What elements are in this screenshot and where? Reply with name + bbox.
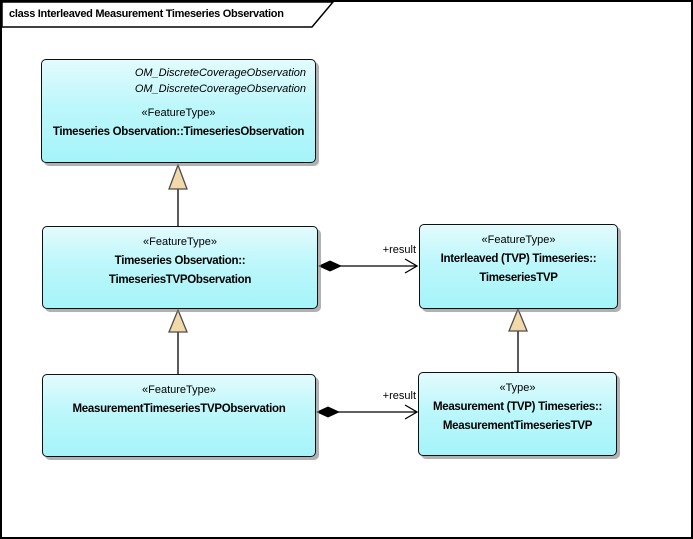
stereotype-label: «Type» xyxy=(499,382,536,394)
stereotype-label: «FeatureType» xyxy=(142,384,216,396)
role-label-result: +result xyxy=(382,244,416,256)
open-arrowhead-icon xyxy=(404,258,419,274)
composition-connector[interactable] xyxy=(318,258,419,274)
class-name: Interleaved (TVP) Timeseries:: xyxy=(440,253,597,265)
class-box-measurement-timeseries-tvp-observation[interactable]: «FeatureType» MeasurementTimeseriesTVPOb… xyxy=(42,374,316,457)
class-box-timeseries-tvp-observation[interactable]: «FeatureType» Timeseries Observation:: T… xyxy=(42,226,318,309)
class-name: TimeseriesTVP xyxy=(479,272,558,284)
generalization-connector[interactable] xyxy=(168,163,188,226)
class-box-timeseries-observation[interactable]: OM_DiscreteCoverageObservation OM_Discre… xyxy=(41,59,316,163)
generalization-arrow-icon xyxy=(168,308,188,333)
generalization-connector[interactable] xyxy=(508,307,528,372)
stereotype-label: «FeatureType» xyxy=(141,107,216,119)
class-name: Timeseries Observation:: xyxy=(114,255,246,267)
generalization-connector[interactable] xyxy=(168,308,188,374)
class-box-measurement-timeseries-tvp[interactable]: «Type» Measurement (TVP) Timeseries:: Me… xyxy=(418,372,617,456)
class-name: Timeseries Observation::TimeseriesObserv… xyxy=(52,126,305,138)
stereotype-label: «FeatureType» xyxy=(481,234,556,246)
class-box-timeseries-tvp[interactable]: «FeatureType» Interleaved (TVP) Timeseri… xyxy=(419,224,618,309)
parent-class-reference: OM_DiscreteCoverageObservation xyxy=(134,67,306,79)
open-arrowhead-icon xyxy=(404,404,419,420)
composition-connector[interactable] xyxy=(316,404,419,420)
parent-class-reference: OM_DiscreteCoverageObservation xyxy=(134,82,306,95)
class-name: MeasurementTimeseriesTVP xyxy=(442,420,593,432)
role-label-result: +result xyxy=(382,390,416,402)
generalization-arrow-icon xyxy=(168,163,188,190)
composition-diamond-icon xyxy=(318,260,342,272)
diagram-title: class Interleaved Measurement Timeseries… xyxy=(9,8,284,20)
class-name: TimeseriesTVPObservation xyxy=(108,274,252,286)
spacer xyxy=(42,97,315,104)
composition-diamond-icon xyxy=(316,406,340,418)
class-name: Measurement (TVP) Timeseries:: xyxy=(432,401,603,413)
stereotype-label: «FeatureType» xyxy=(143,236,217,248)
frame-tab xyxy=(2,2,334,28)
class-name: MeasurementTimeseriesTVPObservation xyxy=(72,403,286,415)
generalization-arrow-icon xyxy=(508,307,528,332)
